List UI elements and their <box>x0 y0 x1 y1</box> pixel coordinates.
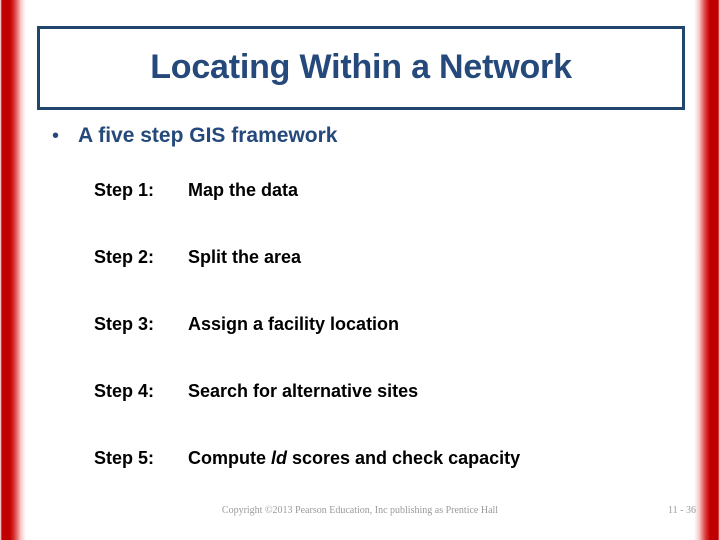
step-text: Map the data <box>188 180 299 200</box>
slide-title: Locating Within a Network <box>150 48 572 87</box>
title-box: Locating Within a Network <box>37 26 685 110</box>
bullet-row: • A five step GIS framework <box>52 124 337 148</box>
step-text-after: scores and check capacity <box>287 448 521 468</box>
step-text: Search for alternative sites <box>188 381 419 401</box>
left-red-band-decoration <box>0 0 26 540</box>
list-item: Step 5: Compute ld scores and check capa… <box>94 448 674 515</box>
steps-list: Step 1: Map the data Step 2: Split the a… <box>94 180 674 515</box>
step-label: Step 3: <box>94 314 155 334</box>
step-text: Split the area <box>188 247 302 267</box>
step-text-italic-term: ld <box>271 448 287 468</box>
list-item: Step 4: Search for alternative sites <box>94 381 674 448</box>
footer: Copyright ©2013 Pearson Education, Inc p… <box>0 505 720 525</box>
bullet-label: A five step GIS framework <box>78 124 338 147</box>
step-label: Step 1: <box>94 180 155 200</box>
list-item: Step 2: Split the area <box>94 247 674 314</box>
footer-page-number: 11 - 36 <box>668 505 696 516</box>
step-text: Compute ld scores and check capacity <box>188 448 674 469</box>
bullet-dot-icon: • <box>52 125 60 147</box>
step-label: Step 2: <box>94 247 155 267</box>
list-item: Step 3: Assign a facility location <box>94 314 674 381</box>
step-text-before: Compute <box>188 448 271 468</box>
step-label: Step 4: <box>94 381 155 401</box>
step-text: Assign a facility location <box>188 314 400 334</box>
right-red-band-decoration <box>694 0 720 540</box>
step-label: Step 5: <box>94 448 155 468</box>
list-item: Step 1: Map the data <box>94 180 674 247</box>
footer-copyright: Copyright ©2013 Pearson Education, Inc p… <box>221 505 499 516</box>
